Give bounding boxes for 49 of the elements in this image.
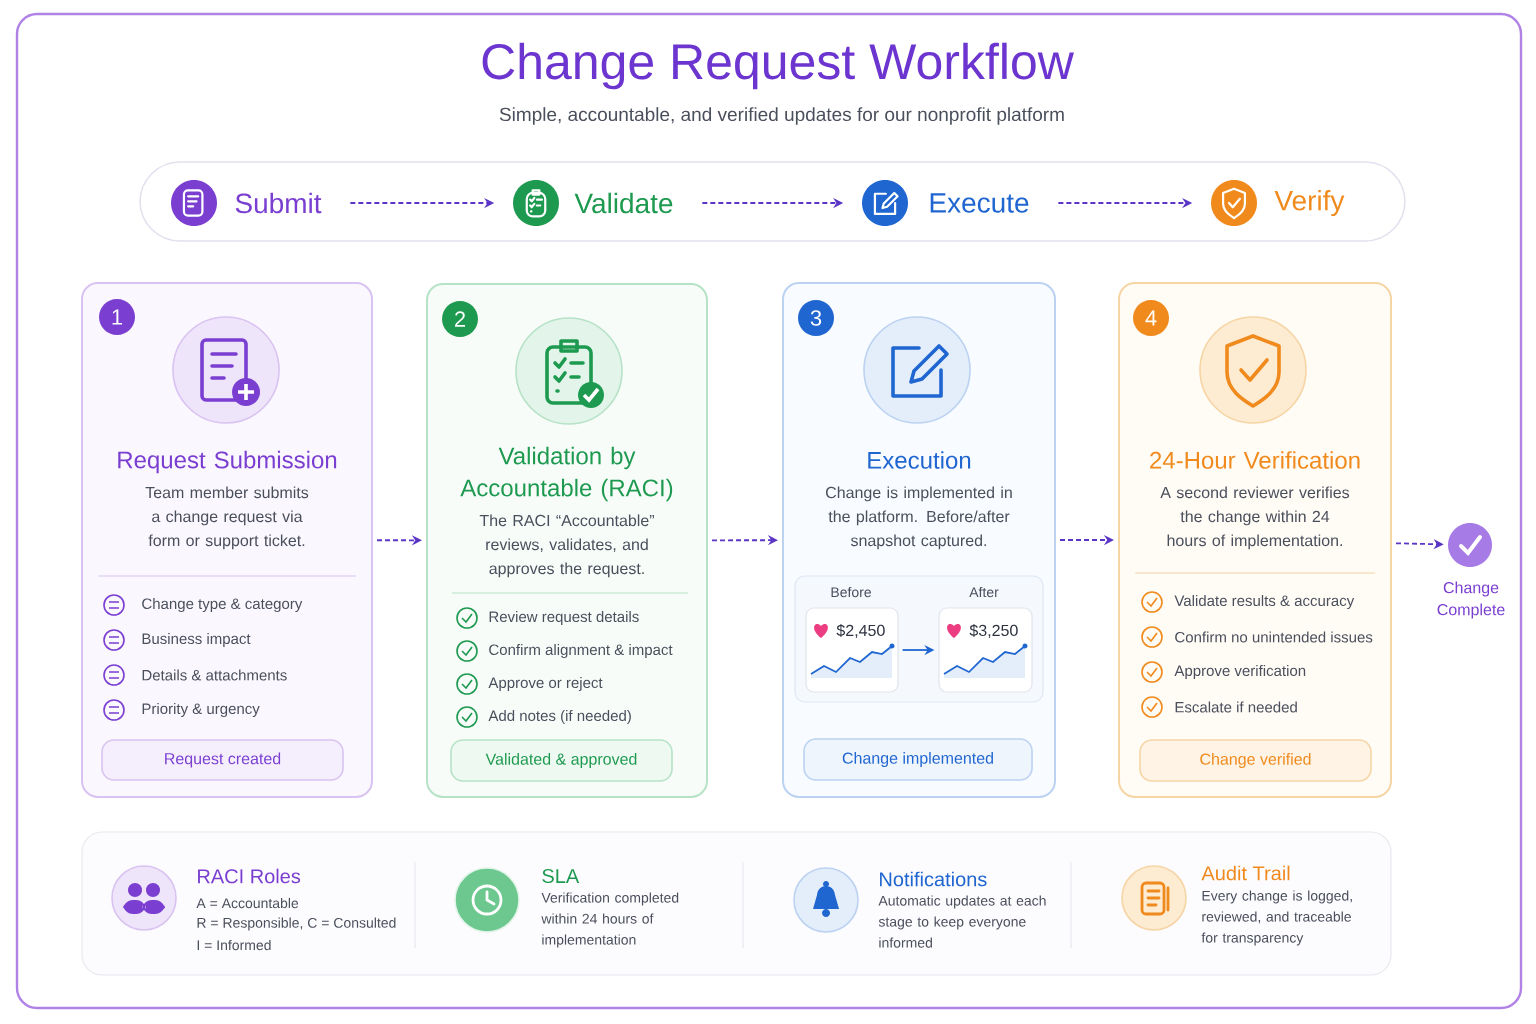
section-text: Automatic updates at each stage to keep everyone informed	[878, 895, 1046, 948]
status-pill: Validated & approved	[450, 739, 673, 782]
step-label: Execute	[930, 193, 1029, 213]
section-text: R = Responsible, C = Consulted	[197, 917, 396, 931]
section-heading: Notifications	[880, 871, 987, 887]
checklist-item: Review request details	[489, 611, 639, 625]
checklist-item: Escalate if needed	[1175, 701, 1297, 713]
checklist-item: Confirm alignment & impact	[489, 644, 673, 658]
card-description: Change is implemented in the platform. Before/after snapshot captured.	[826, 486, 1012, 550]
checklist-item: Business impact	[142, 633, 251, 647]
status-pill: Change verified	[1139, 739, 1372, 782]
panel-label: Before	[831, 586, 871, 598]
section-heading: RACI Roles	[198, 868, 301, 884]
card-description: The RACI “Accountable” reviews, validates, and approves the request.	[479, 514, 654, 578]
checklist-item: Approve or reject	[488, 677, 603, 691]
card-description: A second reviewer verifies the change within 24 hours of implementation.	[1160, 486, 1350, 550]
card-heading: 24-Hour Verification	[1150, 451, 1360, 469]
section-text: Every change is logged, reviewed, and traceable for transparency	[1201, 890, 1352, 946]
section-text: I = Informed	[197, 939, 271, 951]
checklist-item: Approve verification	[1174, 665, 1306, 679]
amount-text: $2,450	[836, 624, 885, 638]
step-label: Validate	[574, 192, 673, 214]
card-description: Team member submits a change request via form or support ticket.	[145, 486, 309, 550]
checklist-item: Change type & category	[142, 598, 303, 612]
section-heading: Audit Trail	[1201, 865, 1290, 881]
step-label: Submit	[235, 192, 322, 214]
checklist-item: Priority & urgency	[142, 703, 260, 717]
amount-text: $3,250	[969, 624, 1018, 638]
section-text: Verification completed within 24 hours of implementation	[541, 892, 679, 948]
checklist-item: Validate results & accuracy	[1174, 595, 1355, 609]
checklist-item: Confirm no unintended issues	[1175, 631, 1373, 643]
number-badge: 1	[99, 299, 135, 335]
checklist-item: Add notes (if needed)	[488, 710, 631, 724]
card-heading: Request Submission	[118, 450, 337, 474]
card-heading: Execution	[868, 451, 971, 469]
checklist-item: Details & attachments	[142, 669, 287, 681]
number-badge: 3	[798, 300, 834, 336]
status-pill: Request created	[101, 739, 344, 781]
section-heading: SLA	[542, 868, 580, 884]
number-badge: 2	[442, 301, 478, 337]
step-label: Verify	[1274, 189, 1345, 217]
card-heading: Validation by Accountable (RACI)	[460, 446, 673, 502]
panel-label: After	[969, 586, 999, 598]
status-pill: Change implemented	[803, 738, 1033, 781]
step-caption: Change Complete	[1437, 581, 1505, 619]
number-badge: 4	[1133, 300, 1169, 336]
title: Change Request Workflow	[482, 42, 1074, 90]
section-text: A = Accountable	[196, 897, 299, 909]
subtitle: Simple, accountable, and verified updates for our nonprofit platform	[499, 107, 1064, 125]
